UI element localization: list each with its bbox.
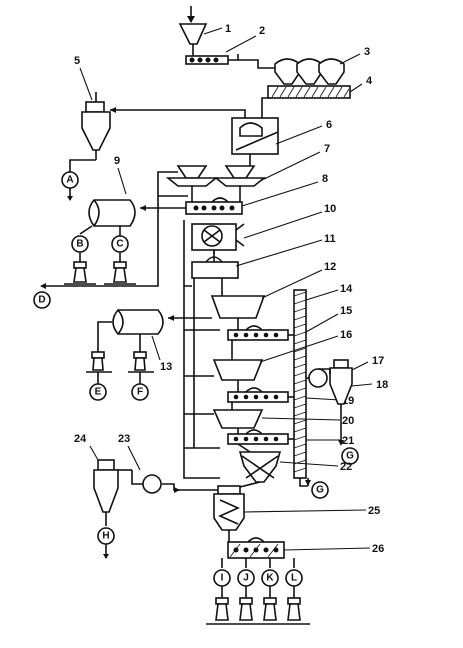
label-15: 15 — [340, 305, 352, 317]
label-20: 20 — [342, 415, 354, 427]
label-9: 9 — [114, 155, 120, 167]
bag-f — [128, 351, 154, 384]
bag-l — [287, 597, 301, 621]
label-25: 25 — [368, 505, 380, 517]
separator-16 — [212, 359, 264, 381]
drum-dryer-13 — [112, 309, 164, 335]
separator-20 — [212, 409, 264, 429]
stream-g1-circle — [341, 447, 359, 465]
stream-f: F — [137, 387, 143, 398]
stream-c: C — [116, 239, 123, 250]
label-11: 11 — [324, 233, 336, 245]
cyclone-5 — [81, 92, 111, 160]
fan-23 — [131, 470, 162, 494]
bag-e — [86, 351, 112, 384]
stream-i: I — [221, 573, 224, 584]
label-10: 10 — [324, 203, 336, 215]
stream-f-circle — [131, 383, 149, 401]
screener-26 — [227, 537, 285, 559]
cyclone-24 — [93, 459, 119, 526]
bucket-elevator-14 — [293, 289, 307, 479]
label-23: 23 — [118, 433, 130, 445]
separator-12 — [210, 295, 266, 319]
label-17: 17 — [372, 355, 384, 367]
classifier-11 — [191, 250, 239, 279]
stream-a: A — [66, 175, 73, 186]
bag-j — [239, 597, 253, 621]
label-5: 5 — [74, 55, 80, 67]
screw-conveyor-8 — [185, 197, 243, 215]
bag-c — [104, 261, 136, 285]
label-21: 21 — [342, 435, 354, 447]
mixing-hopper-22 — [238, 451, 282, 483]
separator-6 — [231, 117, 279, 166]
stream-d-circle — [33, 291, 51, 309]
granulator-25 — [213, 485, 245, 531]
cyclone-17 — [329, 359, 353, 405]
bag-b — [64, 261, 96, 285]
screw-conveyor-19 — [227, 387, 294, 403]
label-16: 16 — [340, 329, 352, 341]
screw-conveyor-15 — [227, 325, 294, 341]
label-14: 14 — [340, 283, 353, 295]
stream-j: J — [243, 573, 249, 584]
stream-l: L — [291, 573, 297, 584]
mill-10 — [191, 223, 245, 251]
label-13: 13 — [160, 361, 172, 373]
stream-e: E — [95, 387, 102, 398]
label-1: 1 — [225, 23, 231, 35]
stream-d: D — [38, 295, 45, 306]
stream-g2: G — [316, 485, 324, 496]
screw-conveyor-21 — [227, 429, 294, 445]
label-12: 12 — [324, 261, 336, 273]
stream-k: K — [266, 573, 274, 584]
stream-g2-circle — [311, 481, 329, 499]
fan-18 — [306, 368, 331, 388]
storage-bins — [274, 58, 345, 85]
label-6: 6 — [326, 119, 332, 131]
stream-h: H — [102, 531, 109, 542]
label-22: 22 — [340, 461, 352, 473]
label-26: 26 — [372, 543, 384, 555]
label-24: 24 — [74, 433, 87, 445]
feed-hopper — [178, 6, 208, 56]
label-2: 2 — [259, 25, 265, 37]
screw-feeder — [185, 54, 239, 65]
label-4: 4 — [366, 75, 373, 87]
label-7: 7 — [324, 143, 330, 155]
stream-e-circle — [89, 383, 107, 401]
collecting-conveyor — [267, 85, 351, 99]
bag-i — [215, 597, 229, 621]
label-8: 8 — [322, 173, 328, 185]
label-18: 18 — [376, 379, 388, 391]
label-3: 3 — [364, 46, 370, 58]
stream-b: B — [76, 239, 83, 250]
stream-g1: G — [346, 451, 354, 462]
drum-dryer-9 — [88, 199, 136, 227]
roller-mills-7 — [165, 165, 267, 202]
bag-k — [263, 597, 277, 621]
